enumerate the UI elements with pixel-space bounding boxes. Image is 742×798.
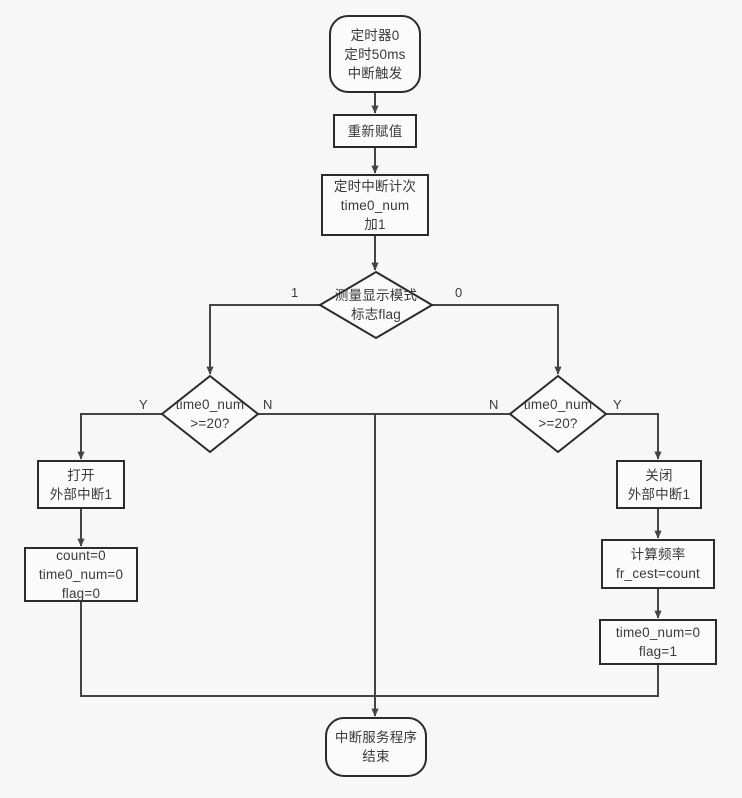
- node-shape-set_flag[interactable]: [599, 619, 717, 665]
- connector-layer: [77, 92, 662, 717]
- node-shape-calc_freq[interactable]: [601, 539, 715, 589]
- node-shape-flag_decision[interactable]: [318, 270, 434, 340]
- set-flag-to-merge: [375, 664, 659, 697]
- left-yes-to-open-int1: [77, 413, 162, 460]
- node-shape-start[interactable]: [329, 15, 421, 93]
- shape-layer: [24, 15, 717, 777]
- node-shape-reload[interactable]: [333, 114, 417, 148]
- node-shape-open_int1[interactable]: [37, 460, 125, 509]
- flag-1-to-left-decision: [206, 304, 320, 375]
- right-yes-to-close-int1: [606, 413, 662, 460]
- node-shape-close_int1[interactable]: [616, 460, 702, 509]
- node-shape-count_tick[interactable]: [321, 174, 429, 236]
- flag-0-to-right-decision: [432, 304, 562, 375]
- left-no-to-merge: [258, 413, 376, 696]
- node-shape-reset_vars[interactable]: [24, 547, 138, 602]
- reset-vars-to-merge: [80, 601, 375, 697]
- node-shape-right_decision[interactable]: [508, 374, 608, 454]
- node-shape-left_decision[interactable]: [160, 374, 260, 454]
- node-shape-end[interactable]: [325, 717, 427, 777]
